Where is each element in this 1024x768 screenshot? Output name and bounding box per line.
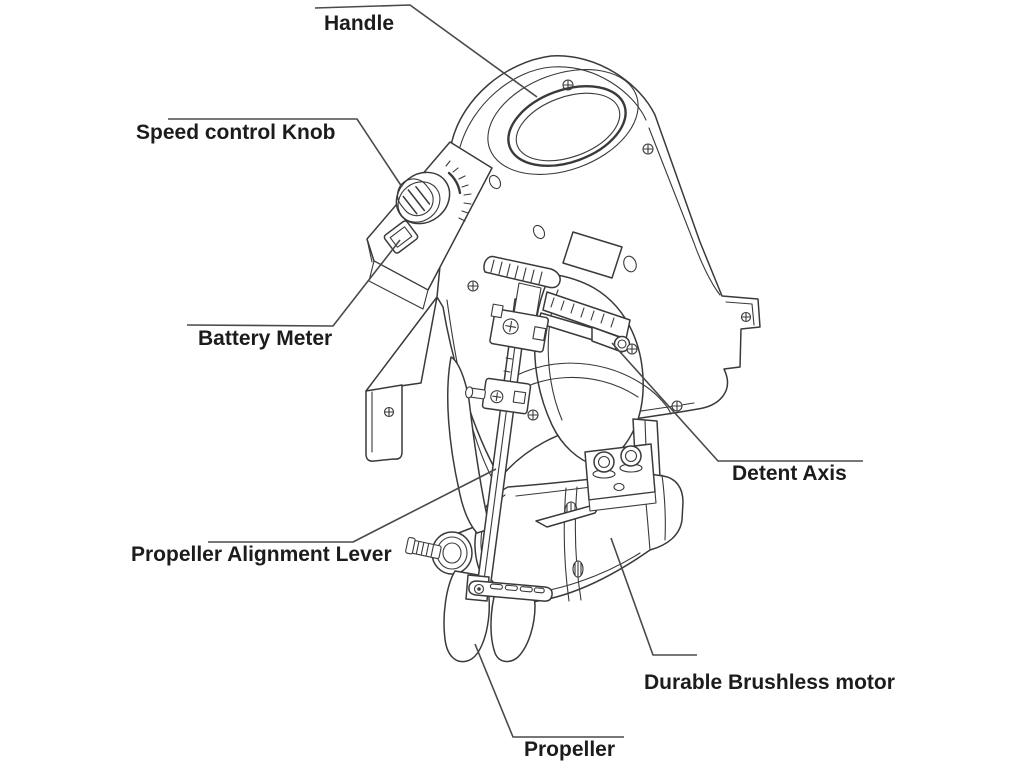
label-durable-brushless-motor: Durable Brushless motor [644, 671, 895, 694]
label-propeller-alignment-lever: Propeller Alignment Lever [131, 543, 392, 566]
motor-top-fin [535, 502, 602, 528]
motor-mount-bracket [584, 443, 657, 512]
leader-handle [314, 4, 538, 98]
battery-meter [383, 220, 419, 254]
bracket-bolt-left [593, 451, 615, 473]
leader-propeller [474, 643, 624, 738]
left-mount-wing [365, 384, 403, 462]
label-battery-meter: Battery Meter [198, 327, 333, 350]
nameplate [562, 231, 623, 279]
control-head [366, 141, 493, 310]
label-handle: Handle [324, 12, 395, 35]
upper-clamp [489, 303, 549, 353]
prop-hub [405, 531, 473, 575]
bracket-bolt-right [620, 445, 642, 467]
leader-motor [610, 537, 697, 656]
slotted-alignment-bar [465, 574, 553, 602]
lower-clamp [465, 377, 532, 415]
leader-alignment-lever [208, 468, 497, 543]
leader-battery-meter [186, 239, 401, 327]
leader-speed-control-knob [168, 118, 403, 188]
speed-control-knob [395, 160, 472, 225]
leader-lines [168, 4, 863, 738]
label-detent-axis: Detent Axis [732, 462, 847, 485]
band-screw-bottom [572, 560, 584, 578]
handle-grip [487, 69, 639, 175]
prop-shaft [405, 536, 442, 560]
label-speed-control-knob: Speed control Knob [136, 121, 336, 144]
label-propeller: Propeller [524, 738, 616, 761]
leader-detent-axis [611, 342, 863, 462]
